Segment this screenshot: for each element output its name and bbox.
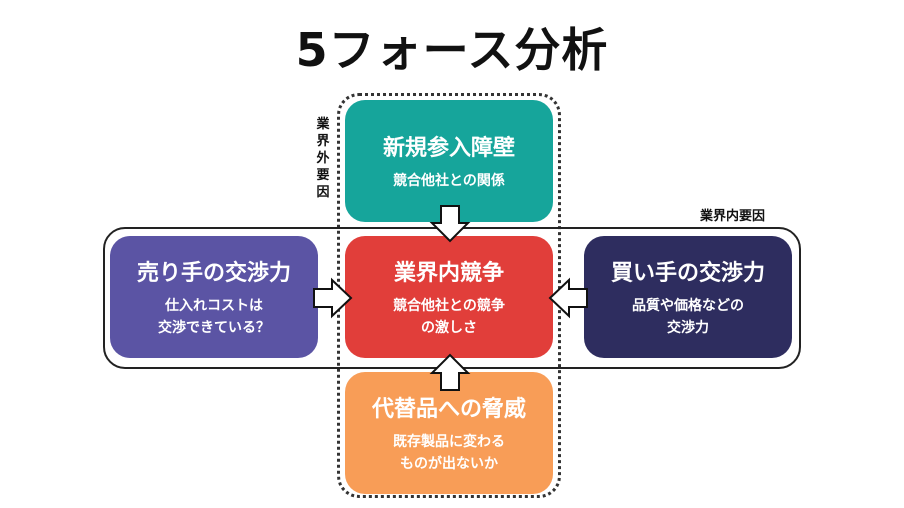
box-text: 交渉できている？ [158,320,270,336]
box-text: ものが出ないか [400,456,498,472]
box-text: 交渉力 [667,320,709,336]
box-text: 品質や価格などの [632,298,744,314]
box-text: 競合他社との競争 [393,298,505,314]
box-title: 買い手の交渉力 [610,261,765,286]
box-text: 競合他社との関係 [393,173,505,189]
arrow-down-icon [429,205,471,243]
new-entrants-box: 新規参入障壁 競合他社との関係 [345,100,553,222]
box-title: 新規参入障壁 [382,136,515,161]
page-title: 5フォース分析 [295,23,609,77]
suppliers-box: 売り手の交渉力 仕入れコストは 交渉できている？ [110,236,318,358]
buyers-box: 買い手の交渉力 品質や価格などの 交渉力 [584,236,792,358]
rivalry-box: 業界内競争 競合他社との競争 の激しさ [345,236,553,358]
substitutes-box: 代替品への脅威 既存製品に変わる ものが出ないか [345,372,553,494]
box-title: 業界内競争 [393,261,504,286]
box-title: 代替品への脅威 [371,397,526,422]
box-text: 仕入れコストは [165,298,263,314]
box-title: 売り手の交渉力 [136,261,291,286]
box-text: の激しさ [421,320,477,336]
arrow-right-icon [313,277,353,319]
internal-factors-label: 業界内要因 [700,209,766,224]
box-text: 既存製品に変わる [393,434,505,450]
arrow-left-icon [548,277,588,319]
arrow-up-icon [429,353,471,391]
external-factors-label: 業界外要因 [316,117,330,200]
